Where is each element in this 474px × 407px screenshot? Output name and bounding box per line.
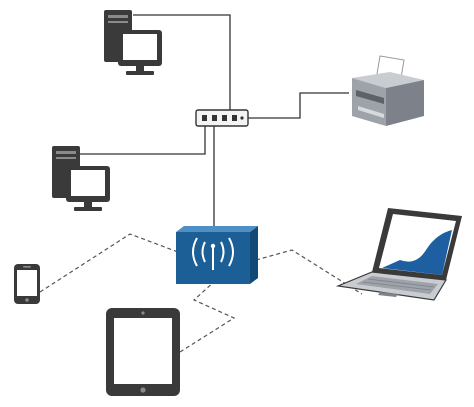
connections [39,14,363,353]
smartphone-icon [14,264,40,304]
desktop-computer-icon [52,146,110,211]
edge-printer-to-switch [248,92,349,119]
edge-desktop-left-to-switch [80,126,206,155]
edge-tablet-to-access-point [179,279,236,353]
desktop-computer-icon [104,10,162,75]
edge-phone-to-access-point [39,233,179,293]
tablet-icon [106,308,180,396]
laptop-icon [335,208,462,301]
edge-laptop-to-access-point [255,249,363,295]
printer-icon [352,55,424,126]
network-switch-icon [195,109,249,127]
wireless-access-point-icon [176,226,258,284]
edge-desktop-top-to-switch [133,14,231,112]
